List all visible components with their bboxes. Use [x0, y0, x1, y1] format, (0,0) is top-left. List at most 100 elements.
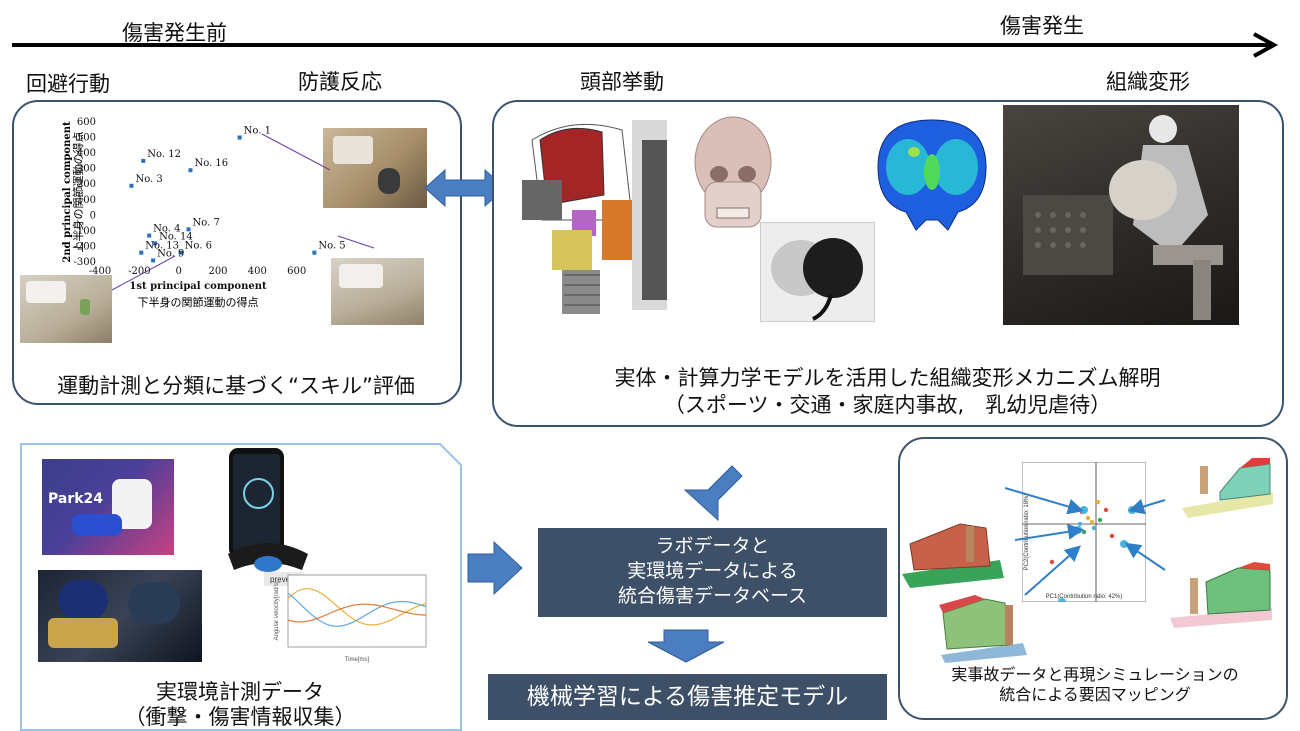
mechanism-caption-line2: （スポーツ・交通・家庭内事故, 乳幼児虐待） [663, 393, 1112, 417]
mapping-point [1077, 521, 1083, 527]
data-point [153, 241, 158, 246]
mapping-caption-line2: 統合による要因マッピング [999, 685, 1191, 704]
x-axis-label-ja: 下半身の関節運動の得点 [138, 295, 259, 309]
database-line2: 実環境データによる [627, 560, 798, 582]
football-photo [38, 570, 202, 662]
chart-x-label: Time[ms] [345, 657, 370, 663]
skull-model-image [687, 112, 779, 240]
data-point [188, 168, 193, 173]
mapping-point [1091, 525, 1097, 531]
data-point [151, 258, 156, 263]
point-label: No. 7 [193, 217, 220, 228]
point-label: No. 13 [145, 241, 179, 252]
field-caption-line1: 実環境計測データ [156, 680, 324, 704]
mechanism-caption-line1: 実体・計算力学モデルを活用した組織変形メカニズム解明 [614, 366, 1161, 390]
crash-test-photo [1003, 105, 1239, 325]
timeline-before-label: 傷害発生前 [122, 21, 227, 45]
data-point [147, 233, 152, 238]
mapping-point [1049, 559, 1055, 565]
y-tick-label: -100 [74, 226, 96, 237]
ml-model-box: 機械学習による傷害推定モデル [488, 674, 887, 720]
data-point [139, 250, 144, 255]
point-label: No. 16 [194, 158, 228, 169]
mapping-caption-line1: 実事故データと再現シミュレーションの [951, 665, 1239, 684]
highlight-point [1058, 598, 1066, 602]
mapping-y-label: PC2(Contribution ratio: 18%) [1024, 494, 1030, 571]
x-tick-label: 600 [287, 266, 306, 277]
point-label: No. 1 [244, 126, 271, 137]
field-caption-line2: （衝撃・傷害情報収集） [124, 705, 356, 729]
car-illustration-topright [1182, 458, 1273, 518]
x-tick-label: 0 [175, 266, 181, 277]
point-label: No. 6 [185, 241, 212, 252]
database-line3: 統合傷害データベース [617, 585, 808, 607]
point-label: No. 5 [318, 241, 345, 252]
y-tick-label: 0 [90, 210, 96, 221]
timeline-after-label: 傷害発生 [1000, 14, 1084, 38]
data-point [312, 250, 317, 255]
car-illustration-bottomleft [939, 595, 1027, 663]
child-photo-topright [323, 128, 427, 208]
y-axis-label-ja: 上半身の関節運動の得点 [71, 132, 85, 253]
velocity-series [287, 603, 427, 623]
brain-fe-model-image [868, 112, 996, 237]
arrow-diagonal [683, 465, 743, 522]
smartphone-image [229, 448, 284, 558]
x-tick-label: -200 [128, 266, 150, 277]
x-axis-label: 1st principal component [129, 281, 267, 292]
skill-scatter-chart: 600 500 400 300 200 100 0 -100 -200 -300-400 -200 0… [62, 117, 346, 309]
data-point [129, 183, 134, 188]
point-label: No. 9 [157, 248, 184, 259]
mapping-x-label: PC1(Contribution ratio: 42%) [1046, 594, 1123, 600]
y-tick-label: -200 [74, 241, 96, 252]
chart-y-label: Angular velocity[rad/s] [274, 581, 280, 640]
y-tick-label: 400 [77, 148, 96, 159]
mapping-point [1081, 529, 1087, 535]
factor-mapping-plot: PC1(Contribution ratio: 42%) PC2(Contribu… [1022, 462, 1146, 602]
chart-frame [287, 574, 427, 648]
child-photo-bottomleft [20, 275, 112, 343]
timeline-arrow [12, 32, 1279, 58]
integrated-database-box: ラボデータと 実環境データによる 統合傷害データベース [538, 528, 887, 617]
sponsor-sign: Park24 [48, 491, 104, 507]
velocity-series [287, 588, 427, 626]
head-model-image [512, 110, 667, 315]
point-label: No. 14 [159, 231, 193, 242]
highlight-point [1128, 506, 1136, 514]
y-tick-label: 300 [77, 164, 96, 175]
highlight-point [1120, 540, 1128, 548]
mapping-point [1089, 519, 1095, 525]
phase-protective: 防護反応 [298, 70, 382, 94]
arrow-down [647, 629, 725, 663]
mapping-point [1103, 507, 1109, 513]
y-tick-label: 500 [77, 133, 96, 144]
data-point [178, 250, 183, 255]
phase-head-motion: 頭部挙動 [580, 70, 664, 94]
phase-tissue-deformation: 組織変形 [1106, 70, 1190, 94]
mapping-point [1085, 515, 1091, 521]
angular-velocity-chart: Time[ms] Angular velocity[rad/s] [274, 574, 427, 663]
ml-model-label: 機械学習による傷害推定モデル [526, 684, 849, 710]
car-illustration-left [902, 523, 1004, 588]
database-line1: ラボデータと [655, 535, 770, 557]
x-tick-label: 400 [248, 266, 267, 277]
child-photo-bottomright [331, 258, 424, 325]
car-illustration-bottomright [1170, 562, 1272, 628]
mapping-point [1109, 533, 1115, 539]
y-tick-label: 100 [77, 195, 96, 206]
x-tick-label: 200 [208, 266, 227, 277]
highlight-point [1074, 526, 1082, 534]
point-label: No. 4 [153, 224, 180, 235]
point-label: No. 3 [135, 174, 162, 185]
x-tick-label: -400 [89, 266, 111, 277]
y-axis-label: 2nd principal component [62, 121, 73, 263]
point-label: No. 12 [147, 149, 181, 160]
mapping-point [1095, 499, 1101, 505]
data-point [186, 227, 191, 232]
judo-photo: Park24 [42, 459, 174, 555]
y-tick-label: -300 [74, 257, 96, 268]
arrow-right [467, 540, 523, 596]
highlight-point [1080, 506, 1088, 514]
y-tick-label: 200 [77, 179, 96, 190]
y-tick-label: 600 [77, 117, 96, 128]
